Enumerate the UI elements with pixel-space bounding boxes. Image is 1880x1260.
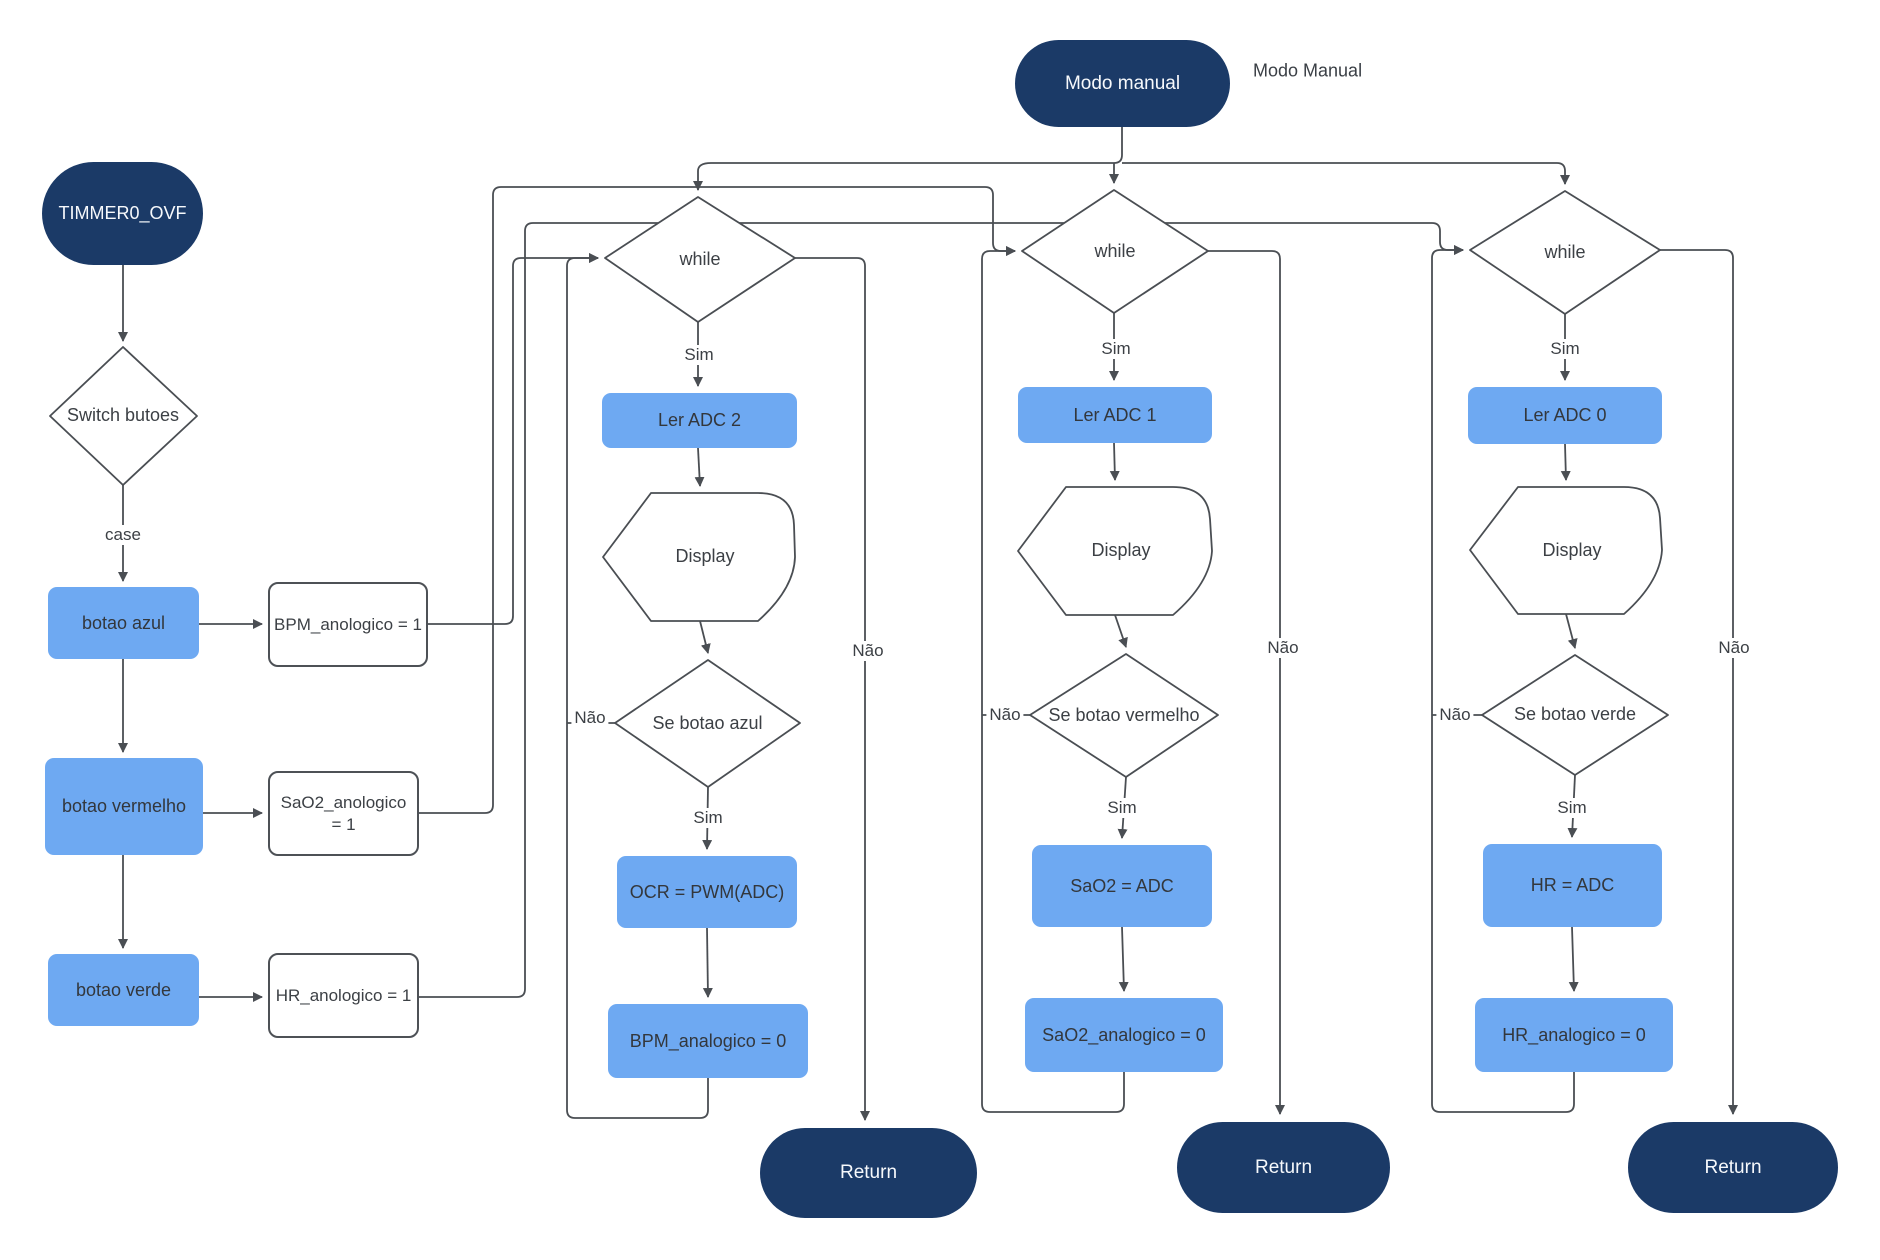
- edge-label-sim-while1: Sim: [681, 345, 717, 365]
- while-3-diamond[interactable]: [1469, 190, 1661, 315]
- return-1-terminator[interactable]: Return: [760, 1128, 977, 1218]
- return-2-terminator[interactable]: Return: [1177, 1122, 1390, 1213]
- se-botao-verde-diamond[interactable]: [1481, 654, 1669, 776]
- sao2-adc-box[interactable]: SaO2 = ADC: [1032, 845, 1212, 927]
- se-botao-azul-diamond[interactable]: [614, 659, 801, 788]
- display-3-shape[interactable]: [1469, 486, 1663, 615]
- bpm-analogico-0-box[interactable]: BPM_analogico = 0: [608, 1004, 808, 1078]
- timer0-ovf-terminator[interactable]: TIMMER0_OVF: [42, 162, 203, 265]
- sao2-anologico-flag-box[interactable]: SaO2_anologico = 1: [268, 771, 419, 856]
- modo-manual-terminator[interactable]: Modo manual: [1015, 40, 1230, 127]
- botao-azul-box[interactable]: botao azul: [48, 587, 199, 659]
- ler-adc2-box[interactable]: Ler ADC 2: [602, 393, 797, 448]
- edge-label-nao-while1: Não: [849, 641, 887, 661]
- edge-label-nao-while2: Não: [1264, 638, 1302, 658]
- ocr-pwm-box[interactable]: OCR = PWM(ADC): [617, 856, 797, 928]
- edge-label-sim-azul: Sim: [690, 808, 726, 828]
- while-2-diamond[interactable]: [1021, 189, 1209, 314]
- hr-analogico-0-box[interactable]: HR_analogico = 0: [1475, 998, 1673, 1072]
- edge-label-sim-verde: Sim: [1554, 798, 1590, 818]
- edge-label-nao-vermelho: Não: [986, 705, 1024, 725]
- ler-adc1-box[interactable]: Ler ADC 1: [1018, 387, 1212, 443]
- return-3-terminator[interactable]: Return: [1628, 1122, 1838, 1213]
- edge-label-sim-while2: Sim: [1098, 339, 1134, 359]
- sao2-analogico-0-box[interactable]: SaO2_analogico = 0: [1025, 998, 1223, 1072]
- switch-butoes-diamond[interactable]: [49, 346, 198, 486]
- modo-manual-note: Modo Manual: [1253, 60, 1363, 81]
- edge-label-case: case: [102, 525, 144, 545]
- hr-anologico-flag-box[interactable]: HR_anologico = 1: [268, 953, 419, 1038]
- edge-label-sim-vermelho: Sim: [1104, 798, 1140, 818]
- display-2-shape[interactable]: [1017, 486, 1213, 616]
- display-1-shape[interactable]: [602, 492, 796, 622]
- ler-adc0-box[interactable]: Ler ADC 0: [1468, 387, 1662, 444]
- edge-label-nao-verde: Não: [1436, 705, 1474, 725]
- bpm-anologico-flag-box[interactable]: BPM_anologico = 1: [268, 582, 428, 667]
- edge-label-nao-azul: Não: [571, 708, 609, 728]
- se-botao-vermelho-diamond[interactable]: [1029, 653, 1219, 778]
- while-1-diamond[interactable]: [604, 196, 796, 323]
- botao-verde-box[interactable]: botao verde: [48, 954, 199, 1026]
- edge-label-sim-while3: Sim: [1547, 339, 1583, 359]
- edge-label-nao-while3: Não: [1715, 638, 1753, 658]
- hr-adc-box[interactable]: HR = ADC: [1483, 844, 1662, 927]
- botao-vermelho-box[interactable]: botao vermelho: [45, 758, 203, 855]
